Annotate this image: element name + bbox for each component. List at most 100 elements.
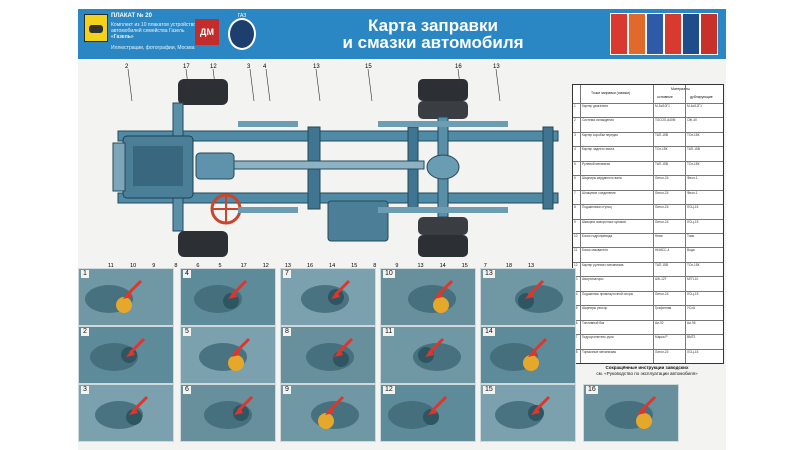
detail-photo-panel: 10 <box>380 268 476 326</box>
detail-illustration <box>199 337 251 371</box>
callout-number: 7 <box>484 263 487 269</box>
panel-number: 3 <box>81 386 89 394</box>
table-cell-name: Тормозные механизмы <box>582 349 617 354</box>
panel-number: 10 <box>383 270 395 278</box>
callout-number: 16 <box>455 64 462 70</box>
callout-number: 9 <box>395 263 398 269</box>
table-cell-main: Литол-24 <box>655 291 669 296</box>
table-cell-dup: Аи-95 <box>687 320 696 325</box>
table-cell-dup: ЛСЦ-15 <box>687 205 699 210</box>
callout-leader <box>127 68 133 102</box>
table-cell-name: Бачок гидропривода <box>582 234 613 238</box>
lubrication-chart-poster: ПЛАКАТ № 20 Комплект из 10 плакатов устр… <box>78 9 726 450</box>
leaf-spring <box>378 121 508 127</box>
table-row <box>573 319 723 321</box>
table-cell-name: Топливный бак <box>582 320 605 325</box>
callout-number: 13 <box>313 64 320 70</box>
title-line: Карта заправки <box>368 16 498 35</box>
rear-wheel <box>418 217 468 235</box>
fuel-tank <box>327 200 389 242</box>
table-cell-main: М-5з/10Г1 <box>655 104 670 108</box>
lubrication-table: Точки заправки (смазки) Материалы основн… <box>572 84 724 364</box>
leaf-spring <box>238 207 298 213</box>
detail-illustration <box>515 279 563 313</box>
callout-number: 8 <box>174 263 177 269</box>
table-cell-dup: Вода <box>687 248 695 253</box>
table-row <box>573 305 723 307</box>
leaf-spring <box>378 207 508 213</box>
footnote-title: Сокращённые инструкции заводских <box>605 365 689 370</box>
rear-wheel <box>418 235 468 257</box>
table-cell-dup: ВМГЗ <box>687 335 696 340</box>
detail-illustration <box>85 279 143 313</box>
detail-illustration <box>204 395 254 429</box>
table-cell-main: НИИСС-4 <box>655 248 670 253</box>
table-cell-name: Картер коробки передач <box>582 132 619 137</box>
front-wheel <box>178 231 228 257</box>
table-cell-dup: ЛСЦ-15 <box>687 291 699 296</box>
table-cell-name: Картер двигателя <box>582 104 608 108</box>
table-cell-name: Шарниры карданного вала <box>582 176 622 181</box>
poster-header: ПЛАКАТ № 20 Комплект из 10 плакатов устр… <box>78 9 726 59</box>
detail-photo-panel: 1 <box>78 268 174 326</box>
table-row <box>573 175 723 177</box>
callout-leader <box>367 68 373 102</box>
table-row <box>573 334 723 336</box>
table-row <box>573 103 723 104</box>
table-row <box>573 204 723 206</box>
detail-photo-panel: 3 <box>78 384 174 442</box>
rear-differential <box>426 154 460 180</box>
table-cell-name: Подшипники ступиц <box>582 205 612 210</box>
callout-number: 12 <box>263 263 269 269</box>
radiator <box>112 142 126 192</box>
table-row <box>573 348 723 350</box>
detail-illustration <box>490 337 548 371</box>
detail-photo-panel: 4 <box>180 268 276 326</box>
table-cell-dup: ТАП-15В <box>687 147 700 152</box>
panel-number: 13 <box>483 270 495 278</box>
table-row <box>573 290 723 292</box>
table-cell-dup: Фиол-1 <box>687 176 698 181</box>
detail-photo-panel: 2 <box>78 326 174 384</box>
table-cell-name: Система охлаждения <box>582 118 614 123</box>
detail-photo-panel: 11 <box>380 326 476 384</box>
page-title: Карта заправки и смазки автомобиля <box>293 17 573 51</box>
panel-number: 7 <box>283 270 291 278</box>
table-cell-n: 7 <box>574 190 576 195</box>
callout-number: 13 <box>528 263 534 269</box>
panel-number: 1 <box>81 270 89 278</box>
poster-series: ПЛАКАТ № 20 <box>111 13 152 19</box>
series-thumbnail <box>700 13 718 55</box>
table-row <box>573 218 723 220</box>
table-cell-name: Рулевой механизм <box>582 161 610 166</box>
detail-illustration <box>90 337 146 371</box>
panel-number: 4 <box>183 270 191 278</box>
table-cell-name: Гидроусилитель руля <box>582 335 614 340</box>
panel-number: 2 <box>81 328 89 336</box>
table-cell-name: Картер заднего моста <box>582 147 615 152</box>
table-cell-main: АЖ-12Т <box>655 277 667 282</box>
detail-photo-panel: 8 <box>280 326 376 384</box>
detail-photo-panel: 6 <box>180 384 276 442</box>
detail-photo-panel: 9 <box>280 384 376 442</box>
table-footnote: Сокращённые инструкции заводских см. «Ру… <box>572 365 722 377</box>
series-thumbnails <box>610 13 722 55</box>
callout-number: 17 <box>183 64 190 70</box>
table-column-line <box>580 85 581 363</box>
table-row <box>573 189 723 191</box>
table-cell-main: Литол-24 <box>655 205 669 210</box>
panel-number: 15 <box>483 386 495 394</box>
gaz-deer-logo-icon <box>228 18 256 50</box>
table-cell-name: Подшипник промежуточной опоры <box>582 291 634 296</box>
table-row <box>573 247 723 249</box>
table-cell-name: Шарниры рессор <box>582 306 608 311</box>
callout-number: 15 <box>365 64 372 70</box>
rear-wheel <box>418 101 468 119</box>
table-cell-main: Аи-92 <box>655 320 664 325</box>
panel-number: 16 <box>586 386 598 394</box>
callout-leader <box>457 68 463 102</box>
table-cell-dup: УСсА <box>687 306 696 311</box>
table-cell-main: ТАП-15В <box>655 132 668 137</box>
